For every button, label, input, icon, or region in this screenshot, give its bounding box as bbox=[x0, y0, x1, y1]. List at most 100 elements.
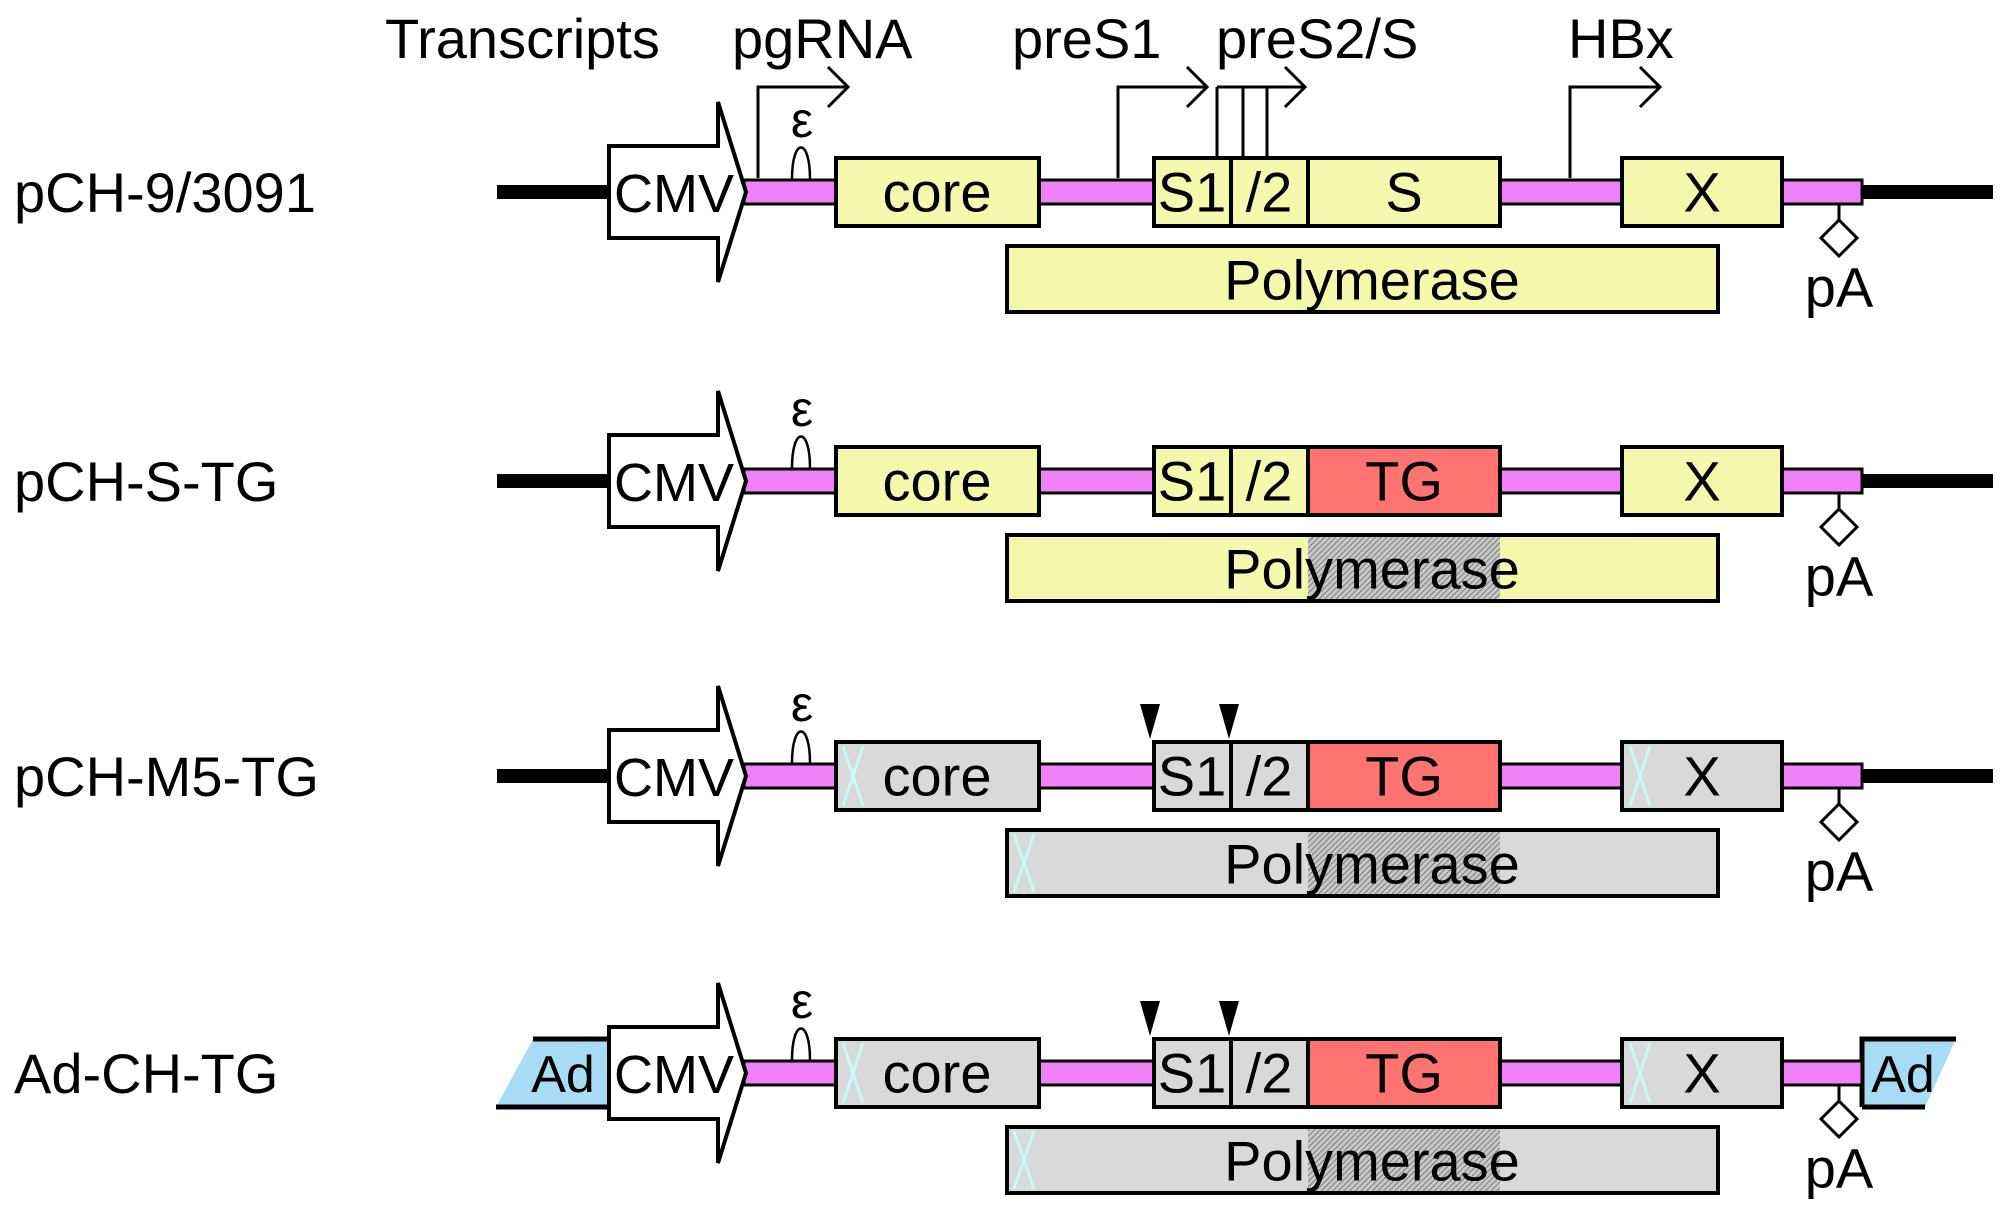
hbv-sequence-segment bbox=[1498, 1059, 1624, 1087]
s-gene-label: S bbox=[1385, 161, 1422, 224]
hbv-sequence-segment bbox=[1037, 762, 1156, 790]
s-gene-box bbox=[1306, 156, 1502, 228]
transgene-label: TG bbox=[1365, 745, 1443, 808]
adenovirus-left-label: Ad bbox=[531, 1046, 595, 1104]
epsilon-label: ε bbox=[791, 973, 813, 1029]
construct-name: Ad-CH-TG bbox=[14, 1042, 278, 1105]
mutation-x-icon bbox=[1012, 1130, 1036, 1190]
hbv-sequence-segment bbox=[1498, 762, 1624, 790]
polya-signal-icon bbox=[1818, 1085, 1860, 1140]
mutation-x-icon bbox=[841, 1042, 865, 1104]
transgene-box bbox=[1306, 1037, 1502, 1109]
plasmid-backbone-right bbox=[1858, 185, 1993, 199]
construct-name: pCH-9/3091 bbox=[14, 161, 316, 224]
x-gene-label: X bbox=[1683, 1042, 1720, 1105]
header-pres2s-label: preS2/S bbox=[1216, 7, 1418, 70]
core-label: core bbox=[883, 1042, 992, 1105]
x-gene-box bbox=[1620, 445, 1784, 517]
hbv-sequence-segment bbox=[1498, 178, 1624, 206]
hbv-sequence-segment bbox=[742, 762, 838, 790]
epsilon-label: ε bbox=[791, 92, 813, 148]
hbv-sequence-segment bbox=[742, 1059, 838, 1087]
cmv-promoter-arrow bbox=[607, 101, 749, 283]
hbv-sequence-segment bbox=[1780, 467, 1864, 495]
pres2-label: /2 bbox=[1246, 1042, 1293, 1105]
pres1-box bbox=[1152, 156, 1233, 228]
plasmid-backbone-right bbox=[1858, 474, 1993, 488]
x-gene-box bbox=[1620, 156, 1784, 228]
transgene-box bbox=[1306, 740, 1502, 812]
polya-label: pA bbox=[1805, 1137, 1874, 1200]
core-gene-box bbox=[834, 740, 1041, 812]
polya-signal-icon bbox=[1818, 493, 1860, 548]
start-codon-mutation-marker-icon bbox=[1140, 704, 1160, 739]
epsilon-stemloop-icon bbox=[790, 146, 812, 180]
polymerase-replaced-region bbox=[1308, 1129, 1500, 1191]
epsilon-label: ε bbox=[791, 381, 813, 437]
transgene-label: TG bbox=[1365, 1042, 1443, 1105]
cmv-promoter-arrow bbox=[607, 390, 749, 572]
mutation-x-icon bbox=[841, 745, 865, 807]
hbv-sequence-segment bbox=[1780, 762, 1864, 790]
x-gene-label: X bbox=[1683, 745, 1720, 808]
pres1-promoter-arrow-icon bbox=[1116, 65, 1210, 178]
hbv-sequence-segment bbox=[742, 467, 838, 495]
pres2-label: /2 bbox=[1246, 745, 1293, 808]
core-label: core bbox=[883, 745, 992, 808]
header-pgrna-label: pgRNA bbox=[732, 7, 913, 70]
pres1-box bbox=[1152, 1037, 1233, 1109]
hbv-sequence-segment bbox=[1498, 467, 1624, 495]
pres2-label: /2 bbox=[1246, 161, 1293, 224]
hbx-promoter-arrow-icon bbox=[1568, 65, 1663, 178]
epsilon-stemloop-icon bbox=[790, 435, 812, 469]
start-codon-mutation-marker-icon bbox=[1140, 1001, 1160, 1036]
pres2s-promoter-arrow-icon bbox=[1217, 65, 1308, 109]
hbv-sequence-segment bbox=[1780, 178, 1864, 206]
construct-name: pCH-S-TG bbox=[14, 450, 278, 513]
pres1-label: S1 bbox=[1158, 450, 1227, 513]
pres1-label: S1 bbox=[1158, 745, 1227, 808]
cmv-label: CMV bbox=[614, 1045, 734, 1105]
core-gene-box bbox=[834, 1037, 1041, 1109]
cmv-label: CMV bbox=[614, 748, 734, 808]
polymerase-box bbox=[1005, 244, 1720, 314]
adenovirus-left-end bbox=[496, 1039, 610, 1107]
core-label: core bbox=[883, 450, 992, 513]
header-transcripts-label: Transcripts bbox=[385, 7, 660, 70]
transgene-label: TG bbox=[1365, 450, 1443, 513]
cmv-promoter-arrow bbox=[607, 685, 749, 867]
start-codon-mutation-marker-icon bbox=[1219, 704, 1239, 739]
x-gene-label: X bbox=[1683, 161, 1720, 224]
header-pres1-label: preS1 bbox=[1012, 7, 1161, 70]
hbv-sequence-segment bbox=[1037, 467, 1156, 495]
pgrna-promoter-arrow-icon bbox=[756, 65, 851, 178]
start-codon-mutation-marker-icon bbox=[1219, 1001, 1239, 1036]
mutation-x-icon bbox=[1012, 833, 1036, 893]
polya-label: pA bbox=[1805, 840, 1874, 903]
cmv-promoter-arrow bbox=[607, 982, 749, 1164]
mutation-x-icon bbox=[1628, 1042, 1652, 1104]
polymerase-label: Polymerase bbox=[1224, 833, 1520, 896]
mutation-x-icon bbox=[1628, 745, 1652, 807]
core-gene-box bbox=[834, 445, 1041, 517]
pres1-label: S1 bbox=[1158, 1042, 1227, 1105]
cmv-label: CMV bbox=[614, 164, 734, 224]
adenovirus-right-end bbox=[1862, 1039, 1956, 1107]
polymerase-replaced-region bbox=[1308, 537, 1500, 599]
polya-label: pA bbox=[1805, 545, 1874, 608]
polya-signal-icon bbox=[1818, 204, 1860, 259]
cmv-label: CMV bbox=[614, 453, 734, 513]
pres2-label: /2 bbox=[1246, 450, 1293, 513]
x-gene-label: X bbox=[1683, 450, 1720, 513]
pres1-label: S1 bbox=[1158, 161, 1227, 224]
plasmid-backbone-left bbox=[497, 185, 612, 199]
plasmid-backbone-right bbox=[1858, 769, 1993, 783]
hbv-sequence-segment bbox=[1037, 178, 1156, 206]
hbv-sequence-segment bbox=[1780, 1059, 1864, 1087]
pres1-box bbox=[1152, 740, 1233, 812]
